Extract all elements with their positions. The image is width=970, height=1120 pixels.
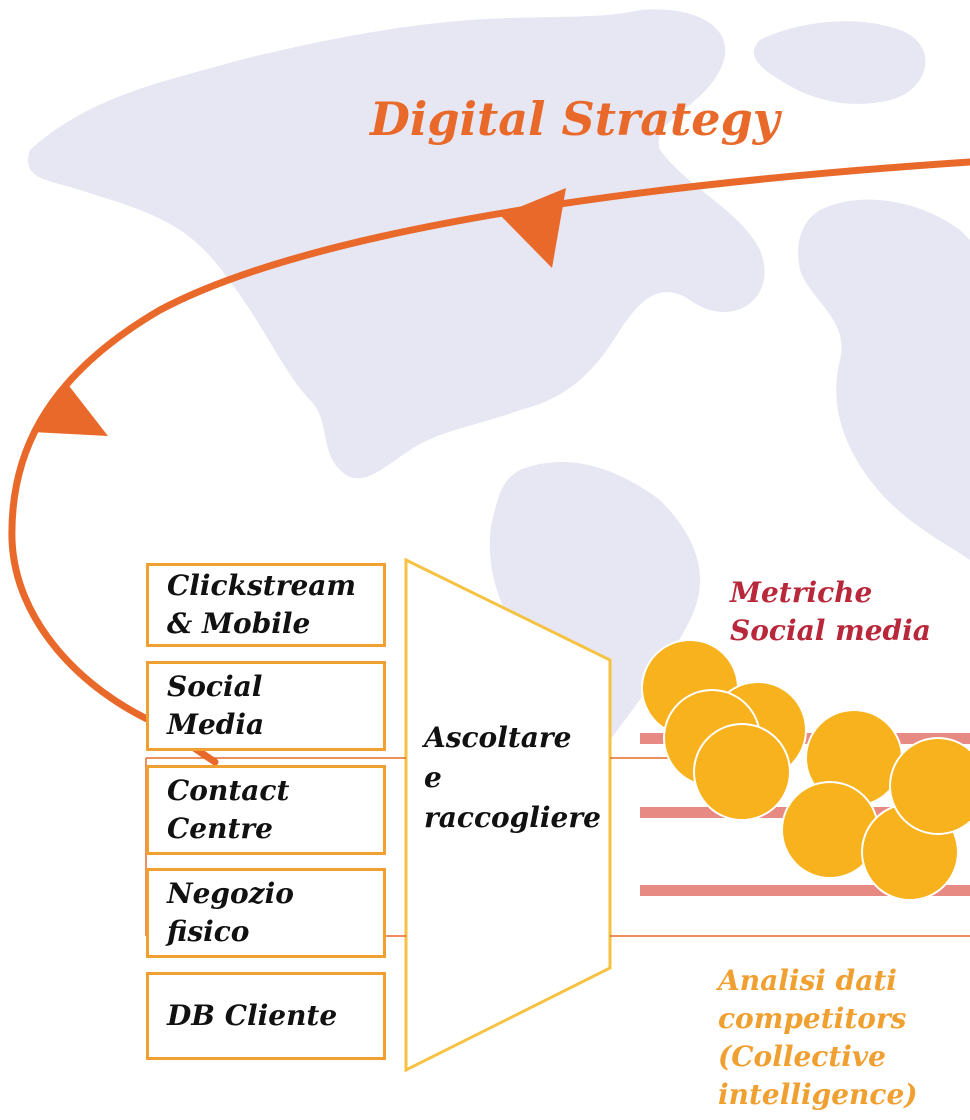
source-box-db-cliente: DB Cliente [146,972,386,1060]
metrics-label: Metriche Social media [730,574,931,650]
source-label: Social [167,670,263,703]
source-box-clickstream: Clickstream & Mobile [146,563,386,647]
source-box-negozio-fisico: Negozio fisico [146,868,386,958]
page-title: Digital Strategy [370,92,780,146]
bubble [889,737,970,835]
source-label: & Mobile [167,607,311,640]
source-label: fisico [167,915,250,948]
strategy-loop-arc [8,158,970,766]
competitors-label: Analisi dati competitors (Collective int… [718,962,918,1114]
funnel-shape [404,557,612,1073]
source-label: Clickstream [167,569,357,602]
source-label: Negozio [167,877,294,910]
source-label: Centre [167,812,273,845]
funnel-label-line: raccogliere [424,801,601,834]
competitors-label-line: intelligence) [718,1078,918,1111]
source-label: Media [167,708,265,741]
source-box-contact-centre: Contact Centre [146,765,386,855]
competitors-label-line: competitors [718,1002,907,1035]
competitors-label-line: (Collective [718,1040,886,1073]
bubble-cluster [641,639,970,901]
metrics-label-line: Social media [730,614,931,647]
competitors-label-line: Analisi dati [718,964,897,997]
funnel-label-line: e [424,761,442,794]
arc-arrowhead-left [32,382,108,436]
bubble [693,723,791,821]
arc-arrowhead-top [500,188,566,268]
funnel-label-line: Ascoltare [424,721,572,754]
metrics-label-line: Metriche [730,576,873,609]
source-label: Contact [167,774,290,807]
source-label: DB Cliente [167,999,338,1032]
source-box-social-media: Social Media [146,661,386,751]
funnel-label: Ascoltare e raccogliere [424,718,604,838]
